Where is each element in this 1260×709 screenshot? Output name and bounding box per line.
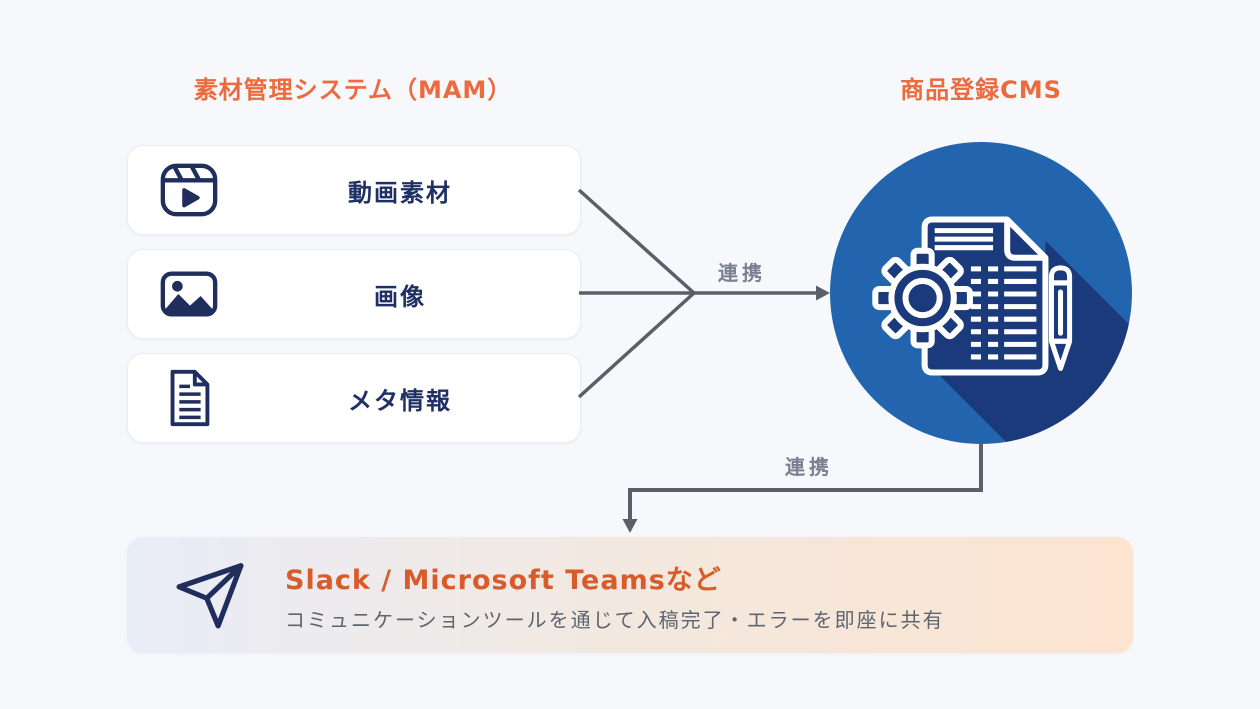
arrowhead-right	[816, 285, 830, 301]
notification-text: Slack / Microsoft Teamsなど コミュニケーションツールを通…	[285, 558, 945, 633]
document-lines-icon	[158, 367, 220, 429]
source-box-image: 画像	[127, 249, 581, 339]
source-label-video: 動画素材	[348, 178, 452, 207]
notification-description: コミュニケーションツールを通じて入稿完了・エラーを即座に共有	[285, 607, 945, 632]
mam-section-title: 素材管理システム（MAM）	[193, 76, 513, 104]
link-label-mam-to-cms: 連携	[718, 261, 766, 285]
notification-box: Slack / Microsoft Teamsなど コミュニケーションツールを通…	[127, 537, 1133, 653]
image-icon	[158, 263, 220, 325]
source-box-video: 動画素材	[127, 145, 581, 235]
source-box-metadata: メタ情報	[127, 353, 581, 443]
arrowhead-down	[622, 519, 638, 533]
link-label-cms-to-tools: 連携	[785, 455, 833, 479]
cms-section-title: 商品登録CMS	[900, 76, 1062, 104]
pencil-icon	[1048, 265, 1073, 372]
notification-title: Slack / Microsoft Teamsなど	[285, 564, 722, 596]
gear-icon	[872, 247, 973, 349]
paper-plane-icon	[171, 556, 249, 634]
source-label-metadata: メタ情報	[348, 386, 452, 415]
cms-gear-document-pencil-icon	[830, 142, 1132, 444]
video-reel-icon	[158, 159, 220, 221]
source-label-image: 画像	[374, 282, 426, 311]
